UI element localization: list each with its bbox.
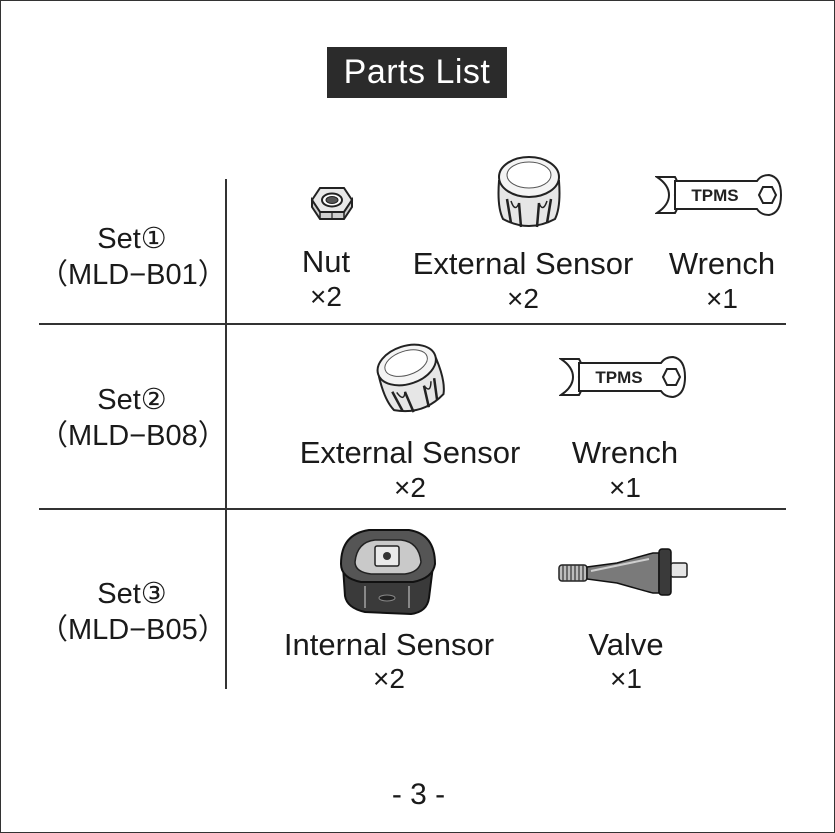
- part-qty-wrench: ×1: [609, 472, 641, 503]
- wrench-icon: TPMS: [559, 355, 687, 399]
- set-1-model: （MLD−B01）: [39, 259, 227, 291]
- part-name-internal-sensor: Internal Sensor: [283, 627, 495, 662]
- part-name-wrench: Wrench: [668, 246, 776, 281]
- part-qty-valve: ×1: [610, 663, 642, 694]
- row-divider-2: [39, 508, 786, 510]
- set-2-label: Set② （MLD−B08）: [39, 382, 227, 454]
- part-qty-external-sensor: ×2: [394, 472, 426, 503]
- nut-icon: [310, 187, 354, 220]
- part-qty-internal-sensor: ×2: [373, 663, 405, 694]
- set-3-model: （MLD−B05）: [39, 614, 227, 646]
- row-divider-1: [39, 323, 786, 325]
- set-2-name: Set②: [97, 384, 167, 416]
- page-number: - 3 -: [391, 778, 446, 811]
- page-title: Parts List: [327, 47, 507, 98]
- part-name-valve: Valve: [588, 627, 664, 662]
- part-qty-external-sensor: ×2: [507, 283, 539, 314]
- external-sensor-icon: [376, 343, 445, 413]
- part-qty-nut: ×2: [310, 281, 342, 312]
- internal-sensor-icon: [339, 529, 437, 616]
- part-qty-wrench: ×1: [706, 283, 738, 314]
- part-name-external-sensor: External Sensor: [412, 246, 634, 281]
- set-2-model: （MLD−B08）: [39, 420, 227, 452]
- external-sensor-icon: [497, 156, 561, 228]
- part-name-external-sensor: External Sensor: [299, 435, 521, 470]
- wrench-label: TPMS: [595, 368, 642, 387]
- column-divider: [225, 179, 227, 689]
- wrench-label: TPMS: [691, 186, 738, 205]
- wrench-icon: TPMS: [655, 173, 783, 217]
- set-1-label: Set① （MLD−B01）: [39, 221, 227, 293]
- set-3-label: Set③ （MLD−B05）: [39, 576, 227, 648]
- part-name-wrench: Wrench: [571, 435, 679, 470]
- valve-icon: [558, 548, 688, 596]
- part-name-nut: Nut: [301, 244, 351, 279]
- set-3-name: Set③: [97, 578, 167, 610]
- set-1-name: Set①: [97, 223, 167, 255]
